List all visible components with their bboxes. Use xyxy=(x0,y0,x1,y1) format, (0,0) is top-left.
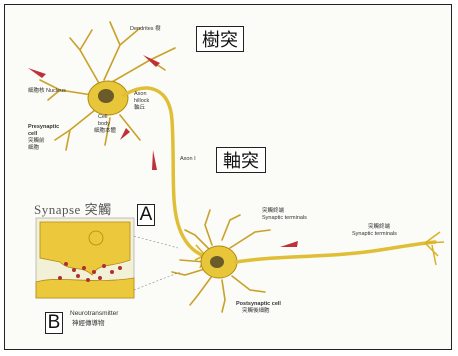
label-a-box: A xyxy=(137,204,155,226)
svg-text:hillock: hillock xyxy=(134,98,150,104)
synapse-title: Synapse 突觸 xyxy=(34,199,112,218)
label-b-box: B xyxy=(45,312,63,334)
svg-text:神經傳導物: 神經傳導物 xyxy=(72,318,105,327)
svg-text:cell: cell xyxy=(28,131,38,137)
label-axon-hillock-1: Axon xyxy=(134,91,147,97)
synapse-inset xyxy=(36,218,180,298)
svg-text:body: body xyxy=(98,121,110,127)
postsynaptic-axon xyxy=(236,242,435,262)
label-nucleus: 細胞核 Nucleus xyxy=(28,86,66,94)
label-synaptic-terminals: 突觸終端 xyxy=(262,206,285,214)
svg-text:細胞: 細胞 xyxy=(28,143,40,151)
presynaptic-nucleus xyxy=(98,89,114,103)
axon-chinese-box: 軸突 xyxy=(216,147,266,173)
label-postsynaptic: Postsynaptic cell xyxy=(236,301,281,307)
label-neurotransmitter: Neurotransmitter xyxy=(70,310,119,317)
svg-text:突觸前: 突觸前 xyxy=(28,136,45,144)
label-axon: Axon I xyxy=(180,156,196,162)
dendrite-chinese-box: 樹突 xyxy=(196,26,244,52)
label-dendrites: Dendrites 樹 xyxy=(130,24,161,32)
svg-text:突觸後細胞: 突觸後細胞 xyxy=(242,306,270,314)
label-presynaptic: Presynaptic xyxy=(28,124,59,130)
postsynaptic-terminals xyxy=(425,232,444,265)
axon xyxy=(124,88,210,258)
label-cell-body: Cell xyxy=(98,114,107,120)
svg-text:Synaptic terminals: Synaptic terminals xyxy=(352,231,397,237)
svg-text:細胞本體: 細胞本體 xyxy=(94,126,117,134)
label-synaptic-terminals-2: 突觸終端 xyxy=(368,222,391,230)
postsynaptic-nucleus xyxy=(210,256,224,268)
svg-text:Synaptic terminals: Synaptic terminals xyxy=(262,215,307,221)
svg-text:軸丘: 軸丘 xyxy=(134,103,146,111)
